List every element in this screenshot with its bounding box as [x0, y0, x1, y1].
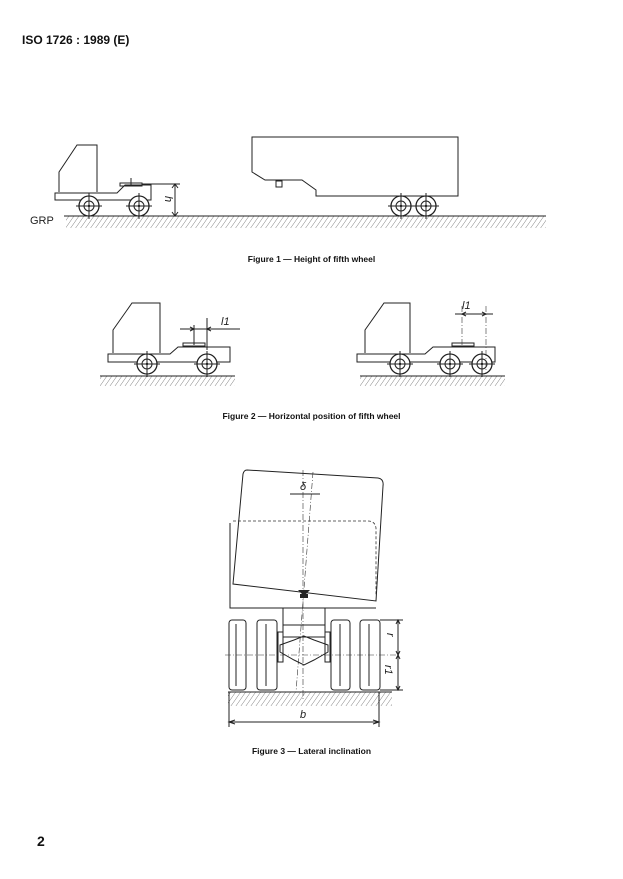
r-label: r [384, 633, 396, 638]
l1-label-left: l1 [221, 316, 230, 328]
grp-label: GRP [30, 215, 54, 227]
tires [228, 619, 381, 691]
page-number: 2 [37, 833, 45, 849]
figure-3-caption: Figure 3 — Lateral inclination [251, 746, 372, 756]
delta-label: δ [300, 481, 307, 493]
figure-2-right-drawing: l1 [356, 300, 505, 386]
height-label: h [162, 196, 174, 202]
b-label: b [300, 709, 306, 721]
figure-1-drawing: GRP h [30, 136, 546, 228]
document-header: ISO 1726 : 1989 (E) [22, 33, 130, 47]
figure-3-drawing: δ r r1 b [225, 469, 403, 727]
figure-1-caption: Figure 1 — Height of fifth wheel [247, 254, 376, 264]
figure-2-left-drawing: l1 [100, 302, 240, 386]
l1-label-right: l1 [462, 300, 471, 312]
figure-2-caption: Figure 2 — Horizontal position of fifth … [222, 411, 401, 421]
r1-label: r1 [382, 665, 394, 675]
